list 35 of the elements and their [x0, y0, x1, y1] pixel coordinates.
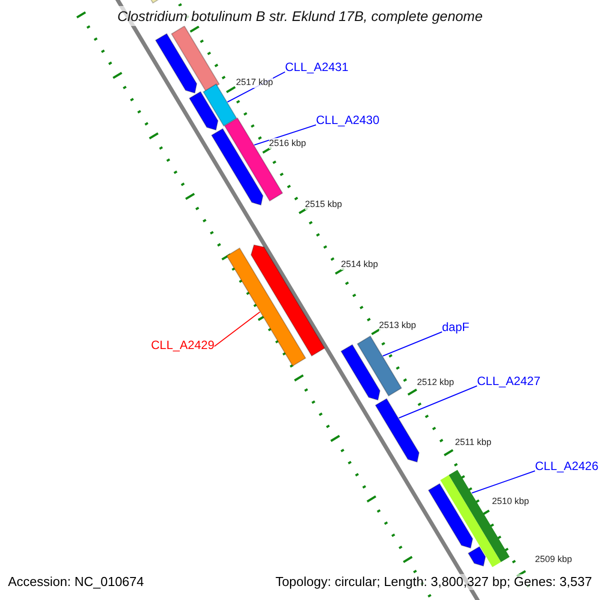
gene-feature	[440, 470, 510, 568]
leader-line	[382, 331, 442, 356]
accession-text: Accession: NC_010674	[8, 574, 144, 590]
gene-label: dapF	[442, 320, 470, 334]
gene-label: CLL_A2426	[535, 459, 598, 473]
leader-line	[471, 470, 536, 494]
gene-feature	[170, 25, 220, 93]
gene-feature	[210, 128, 264, 206]
gene-feature	[468, 546, 486, 567]
leader-line	[214, 312, 260, 347]
gene-label: CLL_A2430	[316, 113, 380, 127]
gene-feature	[188, 91, 218, 131]
gene-feature	[250, 244, 326, 357]
gene-feature	[374, 398, 420, 463]
gene-feature	[356, 335, 402, 397]
gene-feature	[340, 344, 380, 401]
gene-feature	[154, 33, 198, 94]
scale-label: 2511 kbp	[455, 437, 492, 448]
scale-label: 2514 kbp	[341, 259, 378, 270]
leader-line	[254, 124, 316, 146]
scale-label: 2512 kbp	[417, 377, 454, 388]
scale-label: 2513 kbp	[379, 320, 416, 331]
gene-label: CLL_A2427	[477, 374, 540, 388]
scale-label: 2509 kbp	[535, 554, 572, 565]
scale-label: 2510 kbp	[492, 496, 530, 507]
scale-label: 2515 kbp	[305, 199, 342, 210]
gene-label: CLL_A2431	[285, 60, 348, 74]
gene-feature	[226, 247, 306, 367]
scale-label: 2517 kbp	[236, 77, 274, 88]
gene-label: CLL_A2429	[151, 338, 214, 352]
scale-label: 2516 kbp	[269, 138, 306, 149]
gene-feature	[202, 83, 238, 127]
genome-stats-text: Topology: circular; Length: 3,800,327 bp; Genes: 3,537	[275, 574, 592, 590]
leader-line	[398, 385, 478, 418]
gene-feature	[428, 483, 474, 549]
